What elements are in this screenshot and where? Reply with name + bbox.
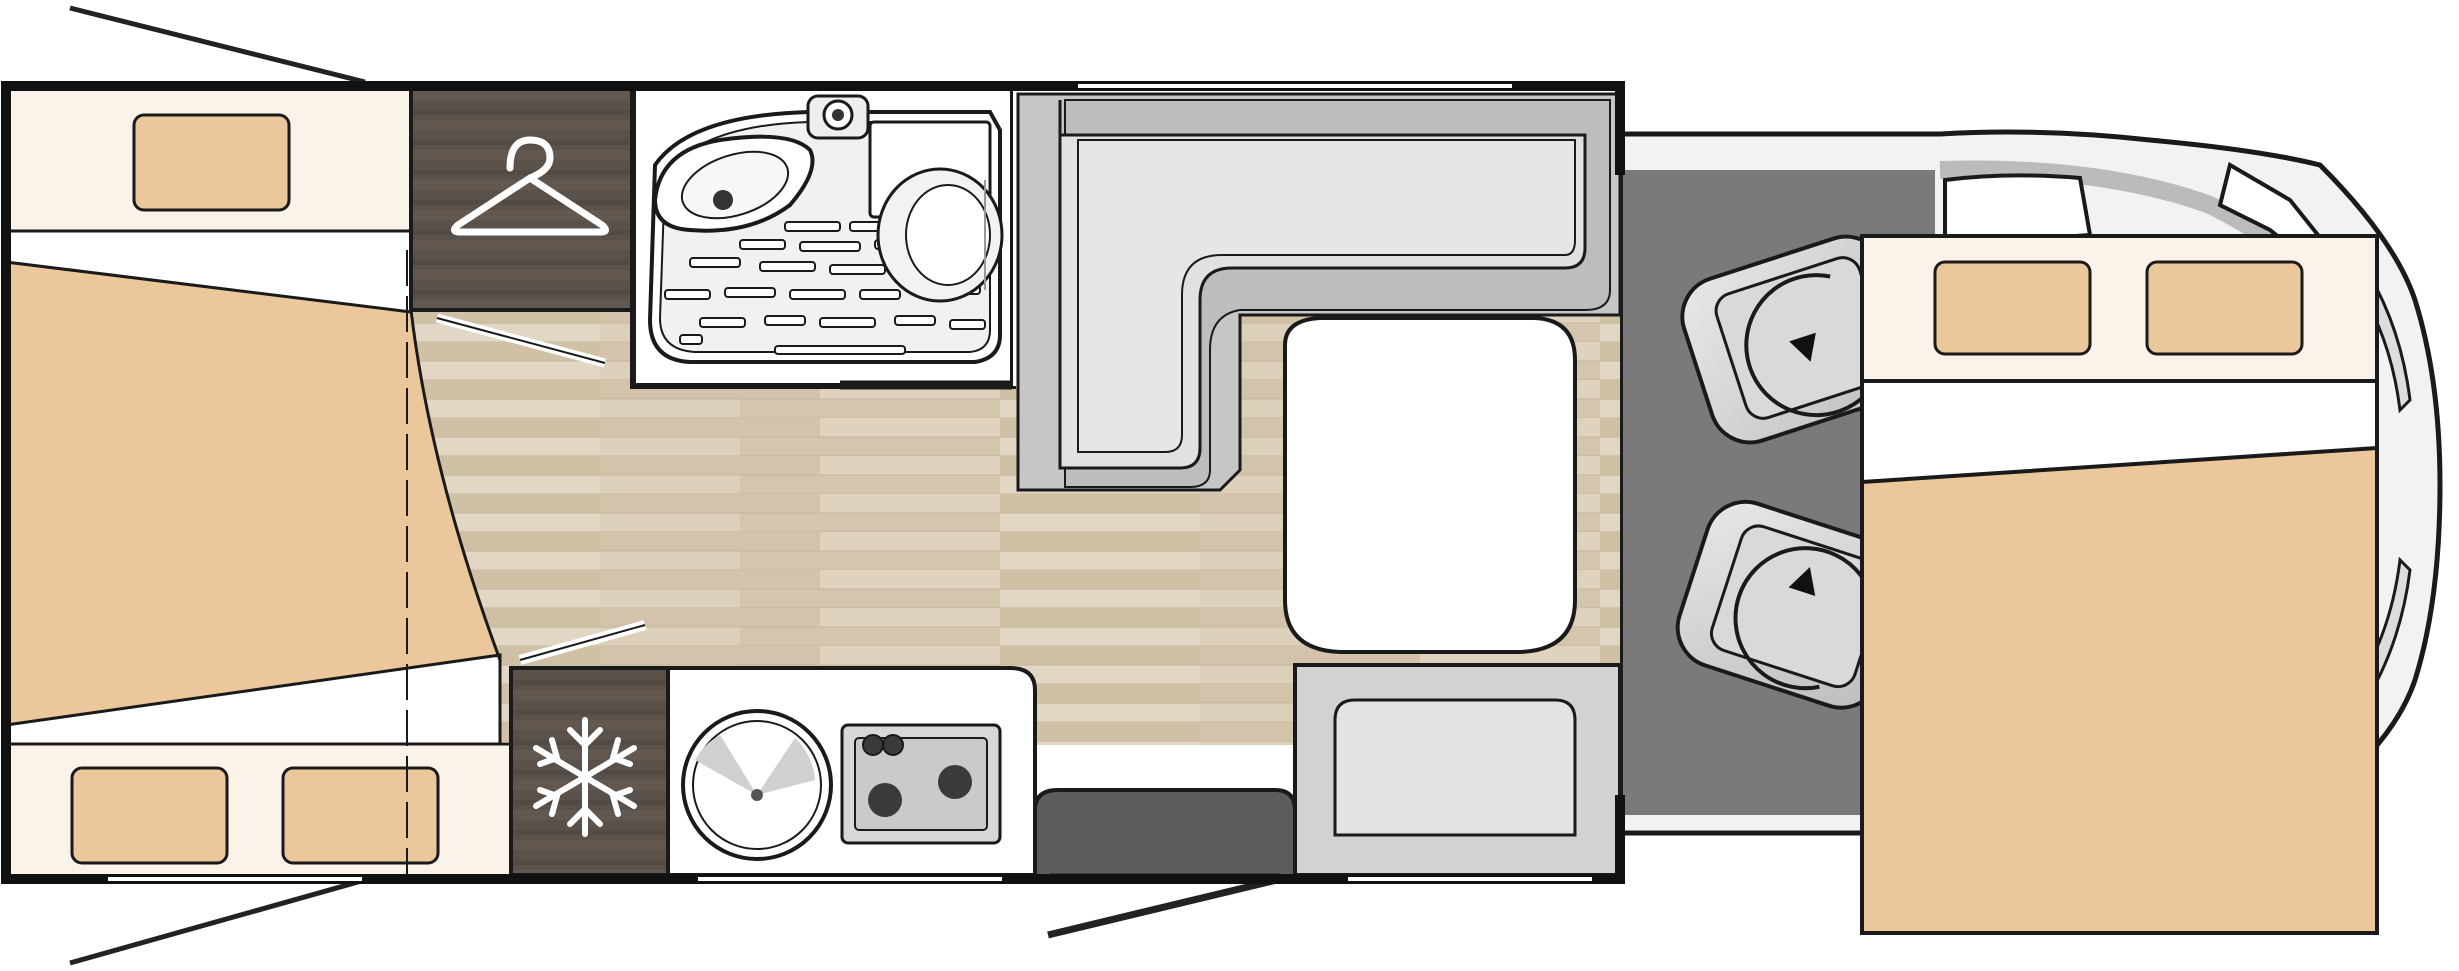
rear-bed-pillow-top xyxy=(132,113,291,212)
washbasin xyxy=(652,94,870,233)
entry-step xyxy=(1033,788,1297,882)
dining-table xyxy=(1283,316,1577,654)
cab-bed-pillow-right xyxy=(2145,260,2304,356)
snowflake-icon xyxy=(533,717,637,837)
kitchen-counter xyxy=(666,666,1037,877)
washroom xyxy=(630,83,1023,390)
rear-bed-pillow-bottom-left xyxy=(70,766,229,865)
door-swing-lines xyxy=(69,5,1286,966)
gas-hob xyxy=(840,723,1002,845)
wardrobe xyxy=(409,84,635,368)
cab-seat-driver xyxy=(1680,234,1916,445)
l-seat xyxy=(1016,92,1622,492)
fridge xyxy=(509,620,670,877)
cab-bed-pillow-left xyxy=(1933,260,2092,356)
kitchen-sink xyxy=(681,709,833,861)
rear-bed xyxy=(4,84,513,881)
cab-seat-passenger xyxy=(1675,499,1912,710)
hanger-icon xyxy=(451,136,609,236)
toilet xyxy=(868,120,1004,303)
side-bench xyxy=(1293,663,1622,877)
rear-bed-pillow-bottom-right xyxy=(281,766,440,865)
drop-down-bed xyxy=(1860,234,2379,935)
outer-walls xyxy=(1,81,1625,884)
